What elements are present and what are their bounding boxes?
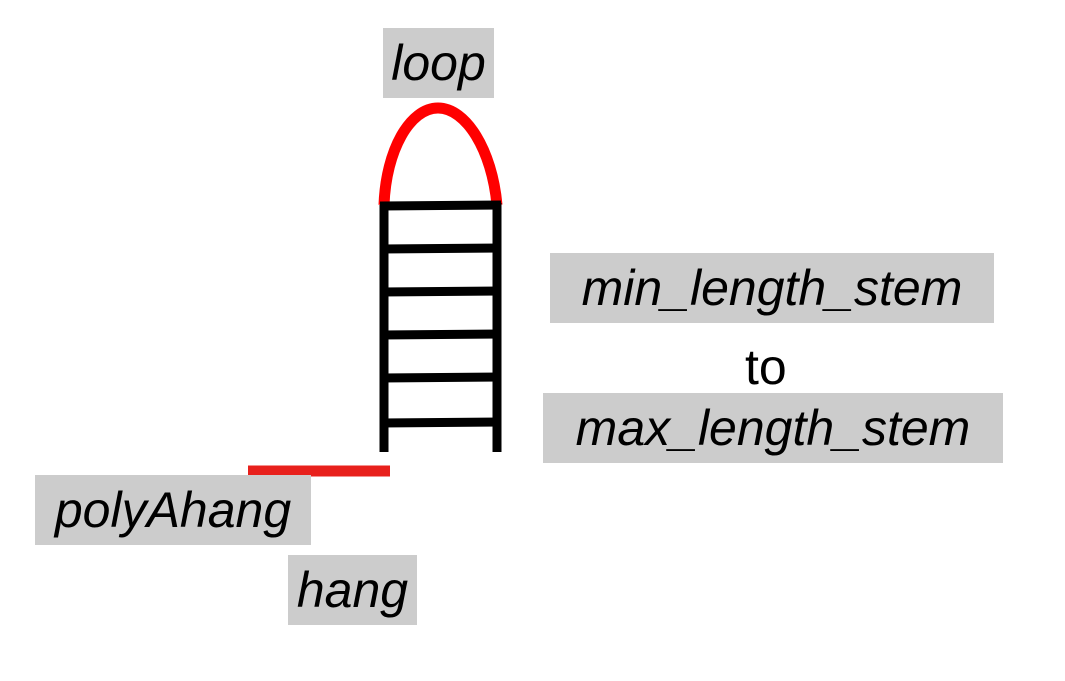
stem-rung xyxy=(379,329,502,340)
stem-rung xyxy=(379,286,502,297)
min-length-stem-label: min_length_stem xyxy=(550,253,994,323)
hang-label: hang xyxy=(288,555,417,625)
polyAhang-label: polyAhang xyxy=(35,475,311,545)
to-label: to xyxy=(745,339,787,395)
loop-arc xyxy=(378,102,503,206)
stem-rung xyxy=(379,417,502,428)
loop-label: loop xyxy=(383,28,494,98)
max-length-stem-label: max_length_stem xyxy=(543,393,1003,463)
stem-rung xyxy=(379,200,502,211)
stem-rung xyxy=(379,372,502,383)
stem-rung xyxy=(379,243,502,254)
